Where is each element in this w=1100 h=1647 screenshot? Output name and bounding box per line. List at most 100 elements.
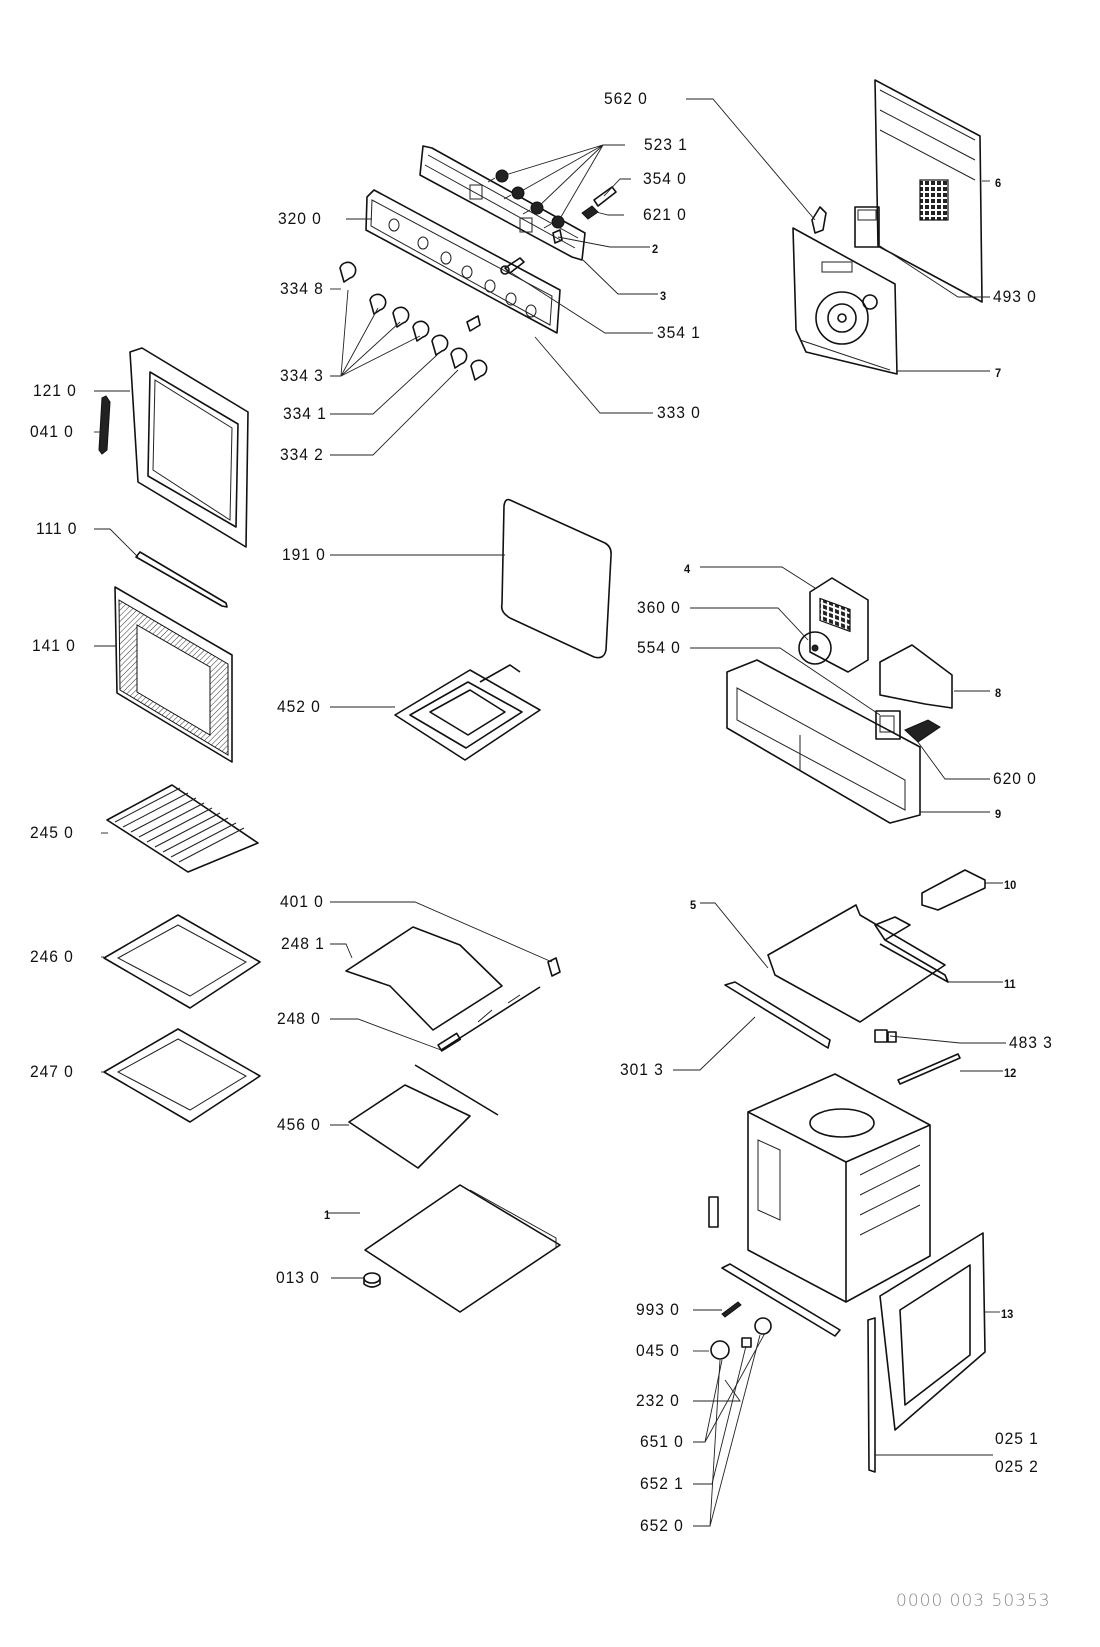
door-hinge xyxy=(98,395,111,455)
callout-523-1: 523 1 xyxy=(644,135,688,154)
top-frame xyxy=(767,904,946,1023)
callout-045-0: 045 0 xyxy=(636,1341,680,1360)
indicator-lamp xyxy=(581,205,599,220)
callout-333-0: 333 0 xyxy=(657,403,701,422)
callout-13: 13 xyxy=(1001,1307,1014,1321)
callout-247-0: 247 0 xyxy=(30,1062,74,1081)
callout-554-0: 554 0 xyxy=(637,638,681,657)
callout-652-1: 652 1 xyxy=(640,1474,684,1493)
front-rail xyxy=(724,981,831,1049)
callout-141-0: 141 0 xyxy=(32,636,76,655)
leader-lines xyxy=(94,98,1006,1527)
switch-bracket xyxy=(552,229,563,244)
callout-232-0: 232 0 xyxy=(636,1391,680,1410)
callout-2: 2 xyxy=(652,242,659,256)
callout-7: 7 xyxy=(995,366,1002,380)
outer-door-glass xyxy=(114,586,233,763)
callout-246-0: 246 0 xyxy=(30,947,74,966)
callout-3: 3 xyxy=(660,289,667,303)
callout-652-0: 652 0 xyxy=(640,1516,684,1535)
callout-11: 11 xyxy=(1004,977,1016,991)
callout-9: 9 xyxy=(995,807,1002,821)
oven-cavity xyxy=(747,1073,931,1303)
callout-320-0: 320 0 xyxy=(278,209,322,228)
callout-456-0: 456 0 xyxy=(277,1115,321,1134)
callout-621-0: 621 0 xyxy=(643,205,687,224)
side-rail xyxy=(874,916,949,983)
callout-493-0: 493 0 xyxy=(993,287,1037,306)
top-bracket xyxy=(921,869,986,911)
bottom-front-rail xyxy=(721,1263,841,1337)
door-seal xyxy=(500,498,612,659)
callout-483-3: 483 3 xyxy=(1009,1033,1053,1052)
rotisserie-spit xyxy=(437,986,541,1052)
callout-401-0: 401 0 xyxy=(280,892,324,911)
selector-switch xyxy=(904,719,941,743)
callout-360-0: 360 0 xyxy=(637,598,681,617)
callout-620-0: 620 0 xyxy=(993,769,1037,788)
lamp-bulb xyxy=(741,1337,752,1348)
spit-frame xyxy=(345,926,503,1031)
lamp-cover xyxy=(710,1340,730,1360)
spindle xyxy=(593,186,617,207)
callout-10: 10 xyxy=(1004,878,1017,892)
callout-562-0: 562 0 xyxy=(604,89,648,108)
callout-993-0: 993 0 xyxy=(636,1300,680,1319)
callout-025-1: 025 1 xyxy=(995,1429,1039,1448)
terminal-block xyxy=(854,206,880,248)
knobs xyxy=(339,261,488,381)
callout-245-0: 245 0 xyxy=(30,823,74,842)
spindle-extension xyxy=(500,257,525,275)
document-id: 0000 003 50353 xyxy=(896,1591,1051,1611)
thermostat-bracket xyxy=(811,206,827,234)
cover-plate xyxy=(879,644,953,709)
rotisserie-motor xyxy=(547,957,561,977)
callout-651-0: 651 0 xyxy=(640,1432,684,1451)
callout-111-0: 111 0 xyxy=(36,519,78,538)
callout-191-0: 191 0 xyxy=(282,545,326,564)
control-panel-frame xyxy=(419,145,586,261)
base-plate xyxy=(364,1184,561,1313)
door-handle xyxy=(135,551,228,608)
callout-334-8: 334 8 xyxy=(280,279,324,298)
side-panel xyxy=(879,1232,986,1431)
baking-tray xyxy=(103,914,261,1009)
callout-121-0: 121 0 xyxy=(33,381,77,400)
callout-301-3: 301 3 xyxy=(620,1060,664,1079)
callout-248-1: 248 1 xyxy=(281,934,325,953)
fan-housing xyxy=(809,577,869,673)
side-trim xyxy=(867,1317,876,1473)
bottom-element xyxy=(348,1064,499,1169)
strip xyxy=(897,1053,961,1085)
callout-4: 4 xyxy=(684,562,691,576)
callout-6: 6 xyxy=(995,176,1002,190)
callout-354-1: 354 1 xyxy=(657,323,701,342)
fan-motor xyxy=(798,631,832,665)
callout-12: 12 xyxy=(1004,1066,1017,1080)
control-switches xyxy=(487,169,565,229)
callout-452-0: 452 0 xyxy=(277,697,321,716)
callout-025-2: 025 2 xyxy=(995,1457,1039,1476)
foot xyxy=(363,1272,381,1288)
callout-334-2: 334 2 xyxy=(280,445,324,464)
control-panel-fascia xyxy=(365,189,561,334)
callout-248-0: 248 0 xyxy=(277,1009,321,1028)
callout-041-0: 041 0 xyxy=(30,422,74,441)
callout-8: 8 xyxy=(995,686,1002,700)
lamp-holder xyxy=(754,1317,772,1335)
rear-panel xyxy=(874,79,983,303)
callout-5: 5 xyxy=(690,898,697,912)
timer xyxy=(875,710,901,740)
back-plate xyxy=(792,227,898,375)
callout-013-0: 013 0 xyxy=(276,1268,320,1287)
callout-334-1: 334 1 xyxy=(283,404,327,423)
inner-door xyxy=(129,347,249,548)
callout-1: 1 xyxy=(324,1208,331,1222)
wire-shelf xyxy=(106,784,259,873)
front-frame xyxy=(726,659,921,824)
grill-element xyxy=(394,664,541,761)
screw xyxy=(721,1301,742,1318)
hinge-receiver xyxy=(708,1196,719,1228)
callout-334-3: 334 3 xyxy=(280,366,324,385)
